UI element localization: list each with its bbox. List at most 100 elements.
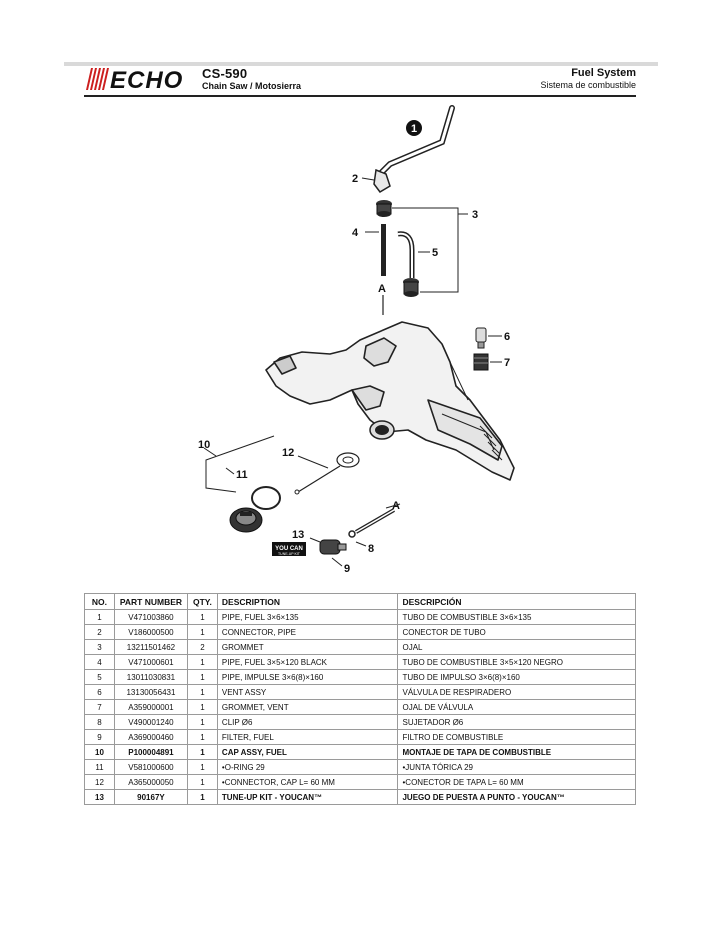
cell-description: •O-RING 29: [216, 759, 399, 775]
o-ring-part: [251, 486, 281, 510]
echo-logo: ECHO: [86, 67, 182, 92]
cell-descripcion: FILTRO DE COMBUSTIBLE: [397, 729, 636, 745]
top-bar: [64, 62, 658, 66]
cell-qty: 1: [186, 699, 218, 715]
cell-qty: 2: [186, 639, 218, 655]
callout-8: 8: [368, 543, 374, 555]
cell-descripcion: TUBO DE COMBUSTIBLE 3×5×120 NEGRO: [397, 654, 636, 670]
fuel-filter-part: [319, 539, 347, 555]
cell-descripcion: JUEGO DE PUESTA A PUNTO - YOUCAN™: [397, 789, 636, 805]
tank-filler-neck: [369, 420, 395, 440]
cell-descripcion: MONTAJE DE TAPA DE COMBUSTIBLE: [397, 744, 636, 760]
header-part-number: PART NUMBER: [113, 593, 188, 610]
pipe-connector-part: [373, 168, 391, 193]
callout-4: 4: [352, 227, 359, 239]
fuel-cap-part: [229, 507, 263, 533]
callout-12: 12: [282, 447, 294, 459]
cell-description: PIPE, FUEL 3×6×135: [216, 609, 399, 625]
callout-5: 5: [432, 247, 438, 259]
exploded-parts-diagram: 1 2 3 4 A 5 6 7: [198, 105, 515, 575]
cell-part-number: V581000600: [113, 759, 188, 775]
callout-3: 3: [472, 209, 478, 221]
cell-descripcion: TUBO DE COMBUSTIBLE 3×6×135: [397, 609, 636, 625]
cell-no: 4: [84, 654, 115, 670]
cell-qty: 1: [186, 684, 218, 700]
cell-no: 5: [84, 669, 115, 685]
callout-10: 10: [198, 439, 210, 451]
cell-qty: 1: [186, 714, 218, 730]
clip-part: [348, 530, 356, 538]
callout-6: 6: [504, 331, 510, 343]
cell-description: GROMMET, VENT: [216, 699, 399, 715]
cell-qty: 1: [186, 654, 218, 670]
cell-qty: 1: [186, 609, 218, 625]
model-subtitle: Chain Saw / Motosierra: [202, 81, 302, 91]
cell-qty: 1: [186, 669, 218, 685]
callout-9: 9: [344, 563, 350, 575]
housing-grille: [479, 425, 503, 461]
cell-no: 7: [84, 699, 115, 715]
callout-13: 13: [292, 529, 304, 541]
cell-no: 2: [84, 624, 115, 640]
grommet-lower-part: [403, 278, 419, 297]
cell-no: 10: [84, 744, 115, 760]
cell-no: 9: [84, 729, 115, 745]
cell-part-number: A365000050: [113, 774, 188, 790]
cell-description: VENT ASSY: [216, 684, 399, 700]
cell-part-number: V471000601: [113, 654, 188, 670]
cell-part-number: 13011030831: [113, 669, 188, 685]
chainsaw-housing: [265, 321, 515, 481]
cell-description: TUNE-UP KIT - YOUCAN™: [216, 789, 399, 805]
page-header: ECHO CS-590 Chain Saw / Motosierra Fuel …: [84, 66, 636, 96]
cell-no: 13: [84, 789, 115, 805]
cell-part-number: V490001240: [113, 714, 188, 730]
cell-descripcion: OJAL: [397, 639, 636, 655]
cell-description: CLIP Ø6: [216, 714, 399, 730]
header-no: NO.: [84, 593, 115, 610]
cell-description: CONNECTOR, PIPE: [216, 624, 399, 640]
filter-line: [354, 508, 396, 534]
cell-descripcion: OJAL DE VÁLVULA: [397, 699, 636, 715]
cell-no: 11: [84, 759, 115, 775]
section-title: Fuel System: [571, 67, 636, 79]
cell-descripcion: •CONECTOR DE TAPA L= 60 MM: [397, 774, 636, 790]
cell-description: CAP ASSY, FUEL: [216, 744, 399, 760]
cell-part-number: V186000500: [113, 624, 188, 640]
table-header-row: NO. PART NUMBER QTY. DESCRIPTION DESCRIP…: [84, 593, 636, 610]
header-description: DESCRIPTION: [216, 593, 399, 610]
callout-2: 2: [352, 173, 358, 185]
cell-qty: 1: [186, 789, 218, 805]
cell-part-number: 90167Y: [113, 789, 188, 805]
cell-descripcion: VÁLVULA DE RESPIRADERO: [397, 684, 636, 700]
cell-no: 8: [84, 714, 115, 730]
cell-part-number: P100004891: [113, 744, 188, 760]
cell-no: 6: [84, 684, 115, 700]
cell-description: FILTER, FUEL: [216, 729, 399, 745]
model-number: CS-590: [202, 66, 248, 81]
cell-descripcion: CONECTOR DE TUBO: [397, 624, 636, 640]
impulse-pipe-part: [397, 231, 415, 278]
cell-part-number: 13130056431: [113, 684, 188, 700]
cell-description: •CONNECTOR, CAP L= 60 MM: [216, 774, 399, 790]
section-subtitle: Sistema de combustible: [540, 80, 636, 90]
cell-descripcion: SUJETADOR Ø6: [397, 714, 636, 730]
cell-no: 1: [84, 609, 115, 625]
cell-part-number: A359000001: [113, 699, 188, 715]
fuel-pipe-black-part: [381, 224, 386, 276]
callout-1: 1: [411, 123, 417, 135]
callout-11: 11: [236, 469, 248, 481]
cell-qty: 1: [186, 729, 218, 745]
ref-label-lower: A: [392, 500, 400, 512]
fuel-pipe-part: [377, 105, 455, 177]
youcan-kit-badge: YOU CAN TUNE-UP KIT: [272, 542, 306, 556]
